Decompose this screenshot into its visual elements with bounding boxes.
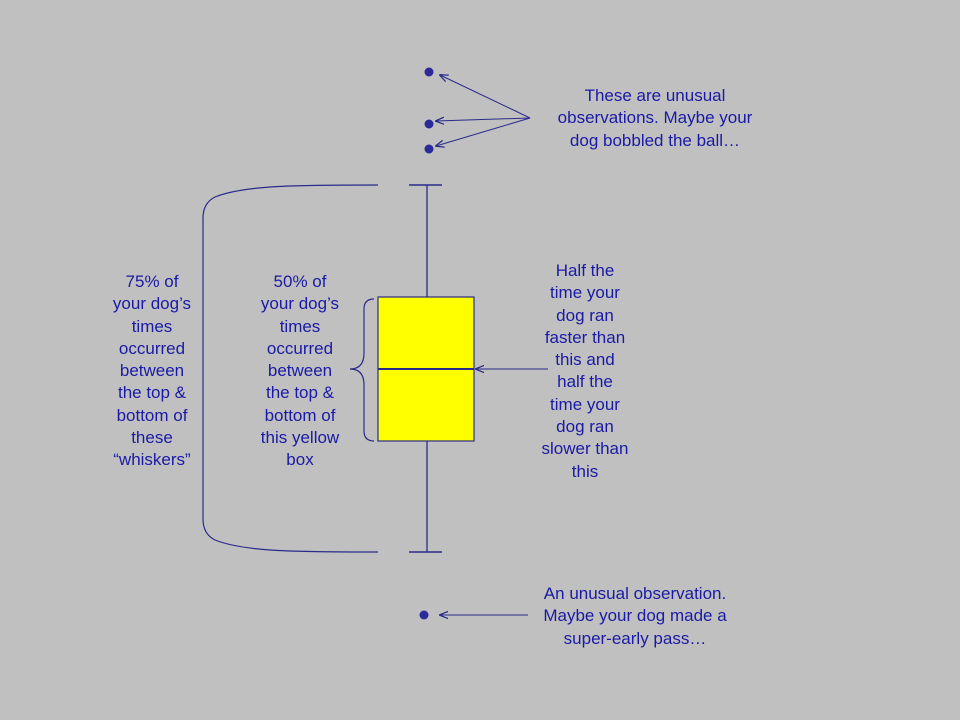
outlier-point [424,119,434,129]
arrow-to-outlier [436,118,531,121]
arrow-to-outlier [440,75,531,119]
box-note: 50% of your dog’s times occurred between… [260,272,340,470]
outlier-point [419,610,429,620]
box-brace [349,298,375,442]
outliers-note: These are unusual observations. Maybe yo… [557,86,753,150]
outlier-point [424,67,434,77]
whisker-bracket [202,184,379,553]
outlier-point [424,144,434,154]
arrow-to-outlier [436,117,531,146]
median-note: Half the time your dog ran faster than t… [541,261,629,481]
low-outlier-note: An unusual observation. Maybe your dog m… [543,584,727,648]
whiskers-note: 75% of your dog’s times occurred between… [112,272,192,470]
